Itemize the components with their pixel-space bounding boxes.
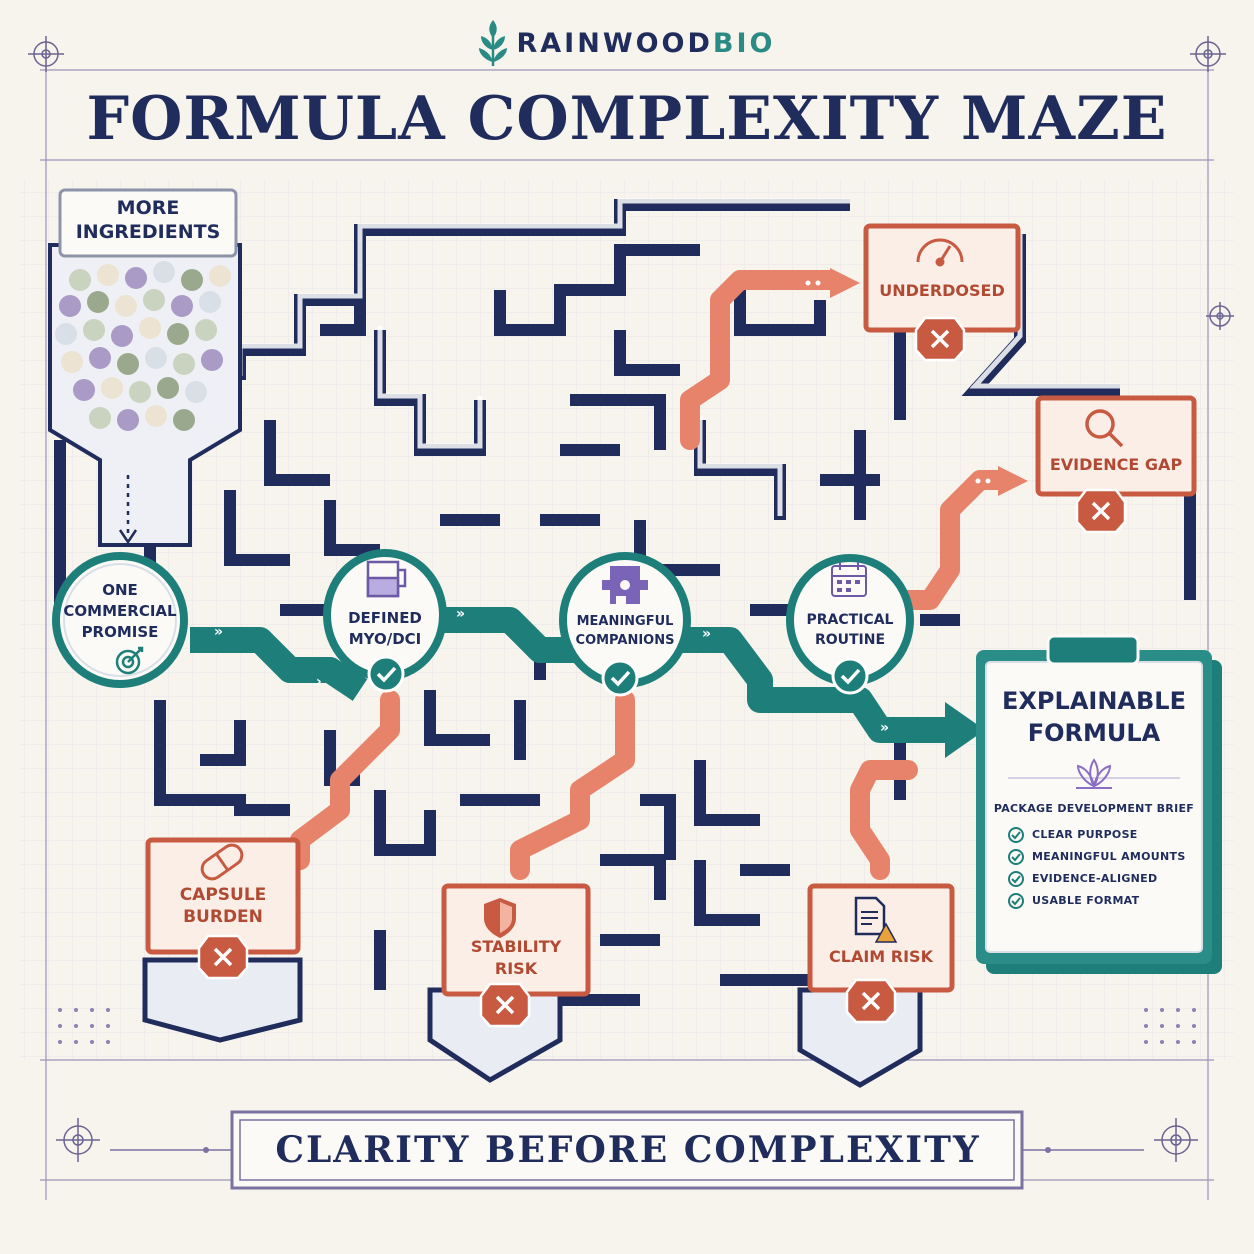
dot-pattern [58, 1008, 1196, 1044]
footer-tagline: CLARITY BEFORE COMPLEXITY [275, 1129, 981, 1171]
checklist-item: EVIDENCE-ALIGNED [1032, 872, 1158, 885]
dead-end-paths [290, 270, 1010, 880]
node-label-line: ONE [102, 581, 138, 599]
dead-end-stability-risk: STABILITY RISK [444, 936, 588, 980]
measuring-cup-icon [366, 560, 407, 598]
success-path: » › » » » [190, 606, 985, 758]
goal-title-line1: EXPLAINABLE [1002, 687, 1186, 715]
check-icon [601, 659, 639, 697]
success-arrowhead [945, 702, 985, 758]
check-icon [367, 655, 405, 693]
check-icon [1008, 849, 1024, 865]
x-icon [1075, 488, 1127, 534]
goal-title-line2: FORMULA [1027, 719, 1161, 747]
svg-text:»: » [456, 606, 465, 622]
svg-text:»: » [702, 626, 711, 642]
x-icon [479, 982, 531, 1028]
crosshair-icon [1154, 1118, 1198, 1162]
dead-end-label-line: RISK [494, 959, 538, 978]
fail-badges [197, 316, 1127, 1028]
brand-part-1: RAINWOOD [516, 28, 713, 59]
crosshair-icon [56, 1118, 100, 1162]
brand-name: RAINWOODBIO [0, 28, 1254, 59]
dead-end-label-line: BURDEN [183, 907, 263, 927]
dead-end-capsule-burden: CAPSULE BURDEN [148, 884, 298, 928]
x-icon [914, 316, 966, 362]
dead-end-label-line: EVIDENCE GAP [1049, 455, 1183, 474]
dead-end-label-line: STABILITY [470, 937, 562, 956]
footer-banner [110, 1110, 1144, 1190]
crosshair-icon [1206, 302, 1234, 330]
dead-end-claim-risk: CLAIM RISK [810, 946, 952, 968]
ingredient-pills-icon [55, 261, 231, 431]
lotus-icon [1076, 758, 1112, 789]
checklist-item: MEANINGFUL AMOUNTS [1032, 850, 1186, 863]
check-badges [367, 655, 869, 697]
checklist-item: CLEAR PURPOSE [1032, 828, 1138, 841]
svg-text:›: › [316, 674, 322, 690]
crosshair-icon [1190, 36, 1226, 72]
x-icon [845, 978, 897, 1024]
node-defined-dose: DEFINED MYO/DCI [330, 608, 440, 650]
node-label-line: DEFINED [348, 609, 422, 627]
gauge-icon [916, 238, 964, 267]
start-label: MORE INGREDIENTS [62, 196, 234, 244]
page-title: FORMULA COMPLEXITY MAZE [86, 84, 1168, 154]
node-label-line: PROMISE [81, 623, 159, 641]
dead-end-label-line: UNDERDOSED [879, 281, 1005, 300]
document-warning-icon [854, 896, 898, 943]
dead-end-evidence-gap: EVIDENCE GAP [1038, 454, 1194, 476]
check-icon [831, 657, 869, 695]
checklist-item: USABLE FORMAT [1032, 894, 1140, 907]
node-practical-routine: PRACTICAL ROUTINE [790, 610, 910, 650]
magnifier-icon [1085, 409, 1124, 448]
dead-end-underdosed: UNDERDOSED [866, 280, 1018, 302]
node-label-line: COMPANIONS [575, 633, 675, 648]
node-label-line: MYO/DCI [348, 630, 422, 648]
leaf-logo-icon [479, 20, 507, 66]
goal-card-frame [976, 634, 1222, 974]
dead-end-label-line: CLAIM RISK [829, 947, 933, 966]
capsule-icon [200, 843, 244, 881]
goal-title: EXPLAINABLE FORMULA [984, 685, 1204, 749]
node-label-line: ROUTINE [814, 632, 886, 648]
check-icon [1008, 893, 1024, 909]
node-label-line: MEANINGFUL [576, 614, 674, 629]
clipboard-clip [1046, 634, 1140, 666]
check-icon [1008, 871, 1024, 887]
success-node-rings [52, 549, 914, 688]
calendar-icon [831, 562, 867, 597]
start-label-line1: MORE [116, 197, 180, 219]
crosshair-icon [28, 36, 64, 72]
target-icon [115, 646, 144, 675]
check-icon [1008, 827, 1024, 843]
goal-subtitle: PACKAGE DEVELOPMENT BRIEF [993, 802, 1195, 815]
brand-part-2: BIO [712, 28, 776, 59]
svg-text:»: » [880, 720, 889, 736]
start-label-line2: INGREDIENTS [75, 221, 221, 243]
shield-icon [484, 898, 516, 938]
puzzle-gear-icon [602, 566, 648, 604]
dead-end-label-line: CAPSULE [179, 885, 267, 905]
checklist-checks [1008, 827, 1024, 909]
svg-text:»: » [214, 624, 223, 640]
start-sign [58, 188, 238, 258]
node-label-line: COMMERCIAL [63, 602, 177, 620]
ingredient-hopper [48, 243, 242, 547]
node-label-line: PRACTICAL [806, 612, 894, 628]
node-meaningful-companions: MEANINGFUL COMPANIONS [560, 612, 690, 650]
x-icon [197, 934, 249, 980]
dead-end-bases [142, 957, 923, 1088]
node-commercial-promise: ONE COMMERCIAL PROMISE [58, 580, 182, 643]
